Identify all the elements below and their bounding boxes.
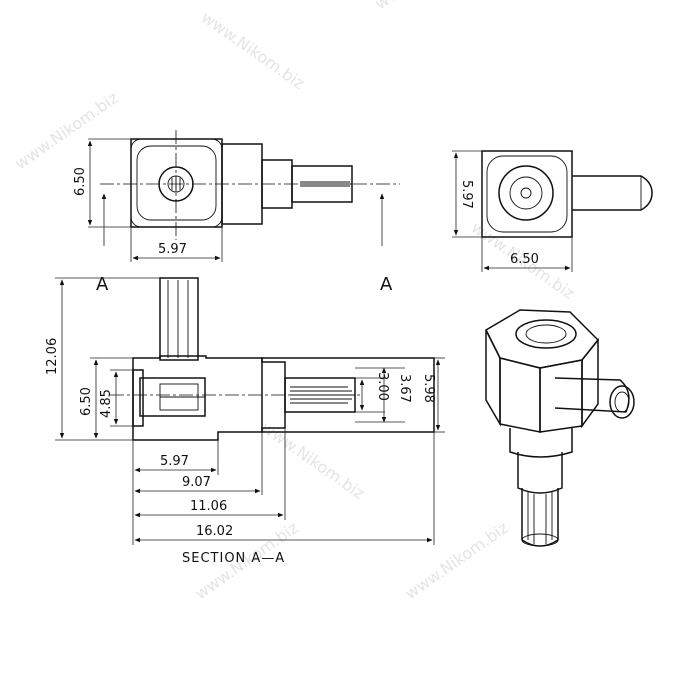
dim-label: 6.50 bbox=[73, 167, 88, 196]
isometric-view bbox=[485, 309, 635, 547]
section-marker-left: A bbox=[96, 274, 109, 295]
dim-label: 6.50 bbox=[79, 387, 94, 416]
watermark-group: www.Nikom.biz www.Nikom.biz www.Nikom.bi… bbox=[11, 0, 578, 603]
dim-label: 16.02 bbox=[196, 524, 233, 539]
dim-label: 5.97 bbox=[158, 242, 187, 257]
watermark-text: www.Nikom.biz bbox=[258, 418, 368, 503]
top-view: 6.50 5.97 A A bbox=[73, 130, 400, 295]
section-marker-right: A bbox=[380, 274, 393, 295]
dim-label: 6.50 bbox=[510, 252, 539, 267]
dim-label: 5.97 bbox=[459, 180, 474, 209]
dim-label: 4.85 bbox=[99, 389, 114, 418]
dim-label: 5.97 bbox=[160, 454, 189, 469]
section-caption: SECTION A—A bbox=[182, 551, 285, 566]
watermark-text: www.Nikom.biz bbox=[11, 88, 121, 173]
side-view: 5.97 6.50 bbox=[452, 150, 653, 272]
dim-label: 3.00 bbox=[375, 372, 390, 401]
watermark-text: www.Nikom.biz bbox=[401, 518, 511, 603]
dim-label: 11.06 bbox=[190, 499, 227, 514]
dim-label: 9.07 bbox=[182, 475, 211, 490]
section-view: 12.06 6.50 4.85 3.00 3.67 5.98 5.97 9.07 bbox=[45, 277, 445, 566]
watermark-text: www.Nikom.biz bbox=[371, 0, 481, 13]
watermark-text: www.Nikom.biz bbox=[198, 8, 308, 93]
dim-label: 12.06 bbox=[45, 338, 60, 375]
dim-label: 5.98 bbox=[421, 374, 436, 403]
dim-label: 3.67 bbox=[397, 374, 412, 403]
